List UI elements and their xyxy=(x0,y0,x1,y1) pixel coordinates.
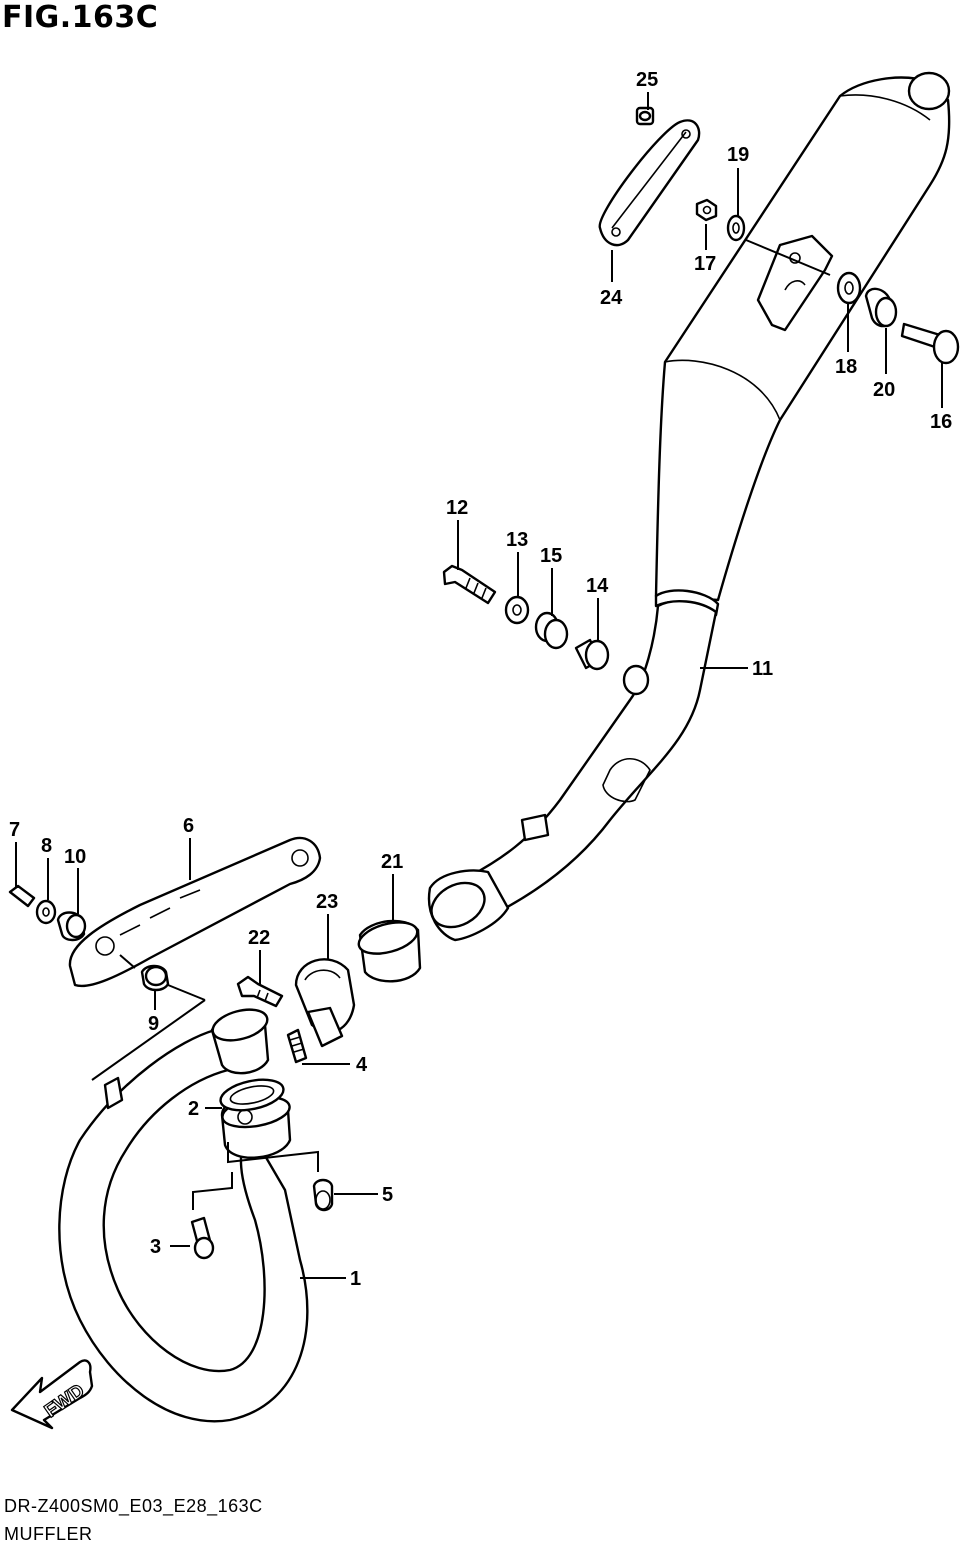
mount-bolt xyxy=(900,322,960,365)
washer-8 xyxy=(35,899,57,925)
fwd-arrow: FWD xyxy=(10,1359,94,1430)
callout-13: 13 xyxy=(506,529,528,551)
bolt-3 xyxy=(190,1216,215,1260)
drawing-code: DR-Z400SM0_E03_E28_163C xyxy=(4,1496,263,1516)
callout-18: 18 xyxy=(835,356,857,378)
nut-5 xyxy=(312,1178,334,1212)
collar-10 xyxy=(56,911,87,942)
callout-15: 15 xyxy=(540,545,562,567)
callout-9: 9 xyxy=(148,1013,159,1035)
exhaust-pipe xyxy=(58,1008,309,1423)
callout-4: 4 xyxy=(356,1054,368,1076)
washer-15 xyxy=(534,611,569,650)
callout-21: 21 xyxy=(381,851,403,873)
washer-mount xyxy=(836,271,862,305)
washer-top xyxy=(726,214,746,242)
figure-title: FIG.163C xyxy=(2,0,159,35)
collar-14 xyxy=(574,638,610,671)
callout-5: 5 xyxy=(382,1184,393,1206)
callout-12: 12 xyxy=(446,497,468,519)
exhaust-clamp xyxy=(294,958,356,1048)
collar-9 xyxy=(140,964,170,992)
exhaust-gasket xyxy=(219,1078,285,1112)
callout-8: 8 xyxy=(41,835,52,857)
drawing-name: MUFFLER xyxy=(4,1524,93,1544)
leader-lines xyxy=(15,92,943,1279)
callout-22: 22 xyxy=(248,927,270,949)
callout-17: 17 xyxy=(694,253,716,275)
stud-4 xyxy=(286,1028,308,1064)
washer-13 xyxy=(504,595,530,625)
heat-shield xyxy=(68,836,322,988)
nut xyxy=(695,198,718,222)
callout-25: 25 xyxy=(636,69,658,91)
callout-11: 11 xyxy=(752,658,773,680)
callout-2: 2 xyxy=(188,1098,199,1120)
strap-bolt xyxy=(635,106,655,126)
muffler-strap xyxy=(598,119,701,247)
gasket xyxy=(357,919,422,983)
callout-6: 6 xyxy=(183,815,194,837)
callout-3: 3 xyxy=(150,1236,161,1258)
callout-19: 19 xyxy=(727,144,749,166)
callout-16: 16 xyxy=(930,411,952,433)
muffler-assembly xyxy=(427,71,951,942)
clamp-bolt-22 xyxy=(236,975,284,1008)
callout-labels: 1 2 3 4 5 6 7 8 9 10 11 12 13 14 15 16 1… xyxy=(9,69,952,1290)
clamp-bolt-12 xyxy=(442,564,497,605)
callout-7: 7 xyxy=(9,819,20,841)
callout-24: 24 xyxy=(600,287,623,309)
callout-20: 20 xyxy=(873,379,895,401)
callout-10: 10 xyxy=(64,846,86,868)
callout-23: 23 xyxy=(316,891,338,913)
bolt-7 xyxy=(8,884,36,908)
callout-1: 1 xyxy=(350,1268,361,1290)
callout-14: 14 xyxy=(586,575,609,597)
bushing xyxy=(864,287,898,328)
